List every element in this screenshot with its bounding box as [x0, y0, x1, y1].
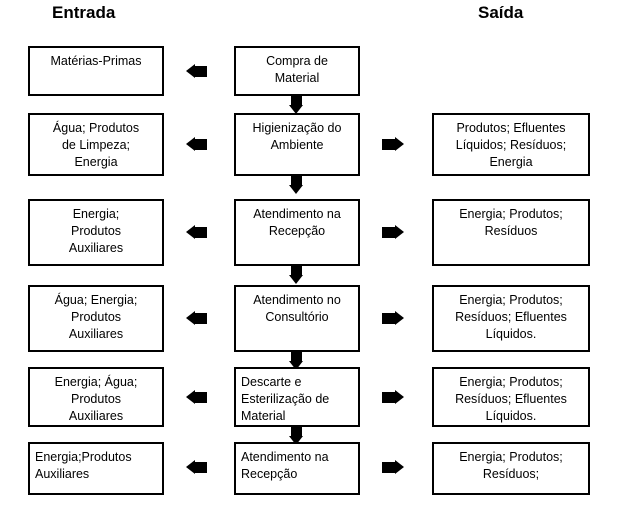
process-box-1: Compra de Material — [234, 46, 360, 96]
output-box-5: Energia; Produtos; Resíduos; Efluentes L… — [432, 367, 590, 427]
input-box-1-label: Matérias-Primas — [50, 54, 142, 68]
input-box-3-label: Energia; Produtos Auxiliares — [68, 207, 124, 255]
input-box-2: Água; Produtos de Limpeza; Energia — [28, 113, 164, 176]
process-box-3-label: Atendimento na Recepção — [253, 207, 341, 238]
output-box-6: Energia; Produtos; Resíduos; — [432, 442, 590, 495]
process-box-5-label: Descarte e Esterilização de Material — [241, 375, 330, 423]
input-box-3: Energia; Produtos Auxiliares — [28, 199, 164, 266]
output-box-2-label: Produtos; Efluentes Líquidos; Resíduos; … — [455, 121, 567, 169]
column-header-saida: Saída — [478, 3, 524, 22]
input-box-5-label: Energia; Água; Produtos Auxiliares — [54, 375, 138, 423]
process-box-2: Higienização do Ambiente — [234, 113, 360, 176]
input-box-1: Matérias-Primas — [28, 46, 164, 96]
process-box-4: Atendimento no Consultório — [234, 285, 360, 352]
column-header-entrada: Entrada — [52, 3, 116, 22]
output-box-2: Produtos; Efluentes Líquidos; Resíduos; … — [432, 113, 590, 176]
process-box-3: Atendimento na Recepção — [234, 199, 360, 266]
input-box-6-label: Energia;Produtos Auxiliares — [35, 450, 132, 481]
input-box-5: Energia; Água; Produtos Auxiliares — [28, 367, 164, 427]
output-box-6-label: Energia; Produtos; Resíduos; — [459, 450, 563, 481]
input-box-2-label: Água; Produtos de Limpeza; Energia — [52, 121, 140, 169]
output-box-4-label: Energia; Produtos; Resíduos; Efluentes L… — [455, 293, 567, 341]
output-box-5-label: Energia; Produtos; Resíduos; Efluentes L… — [455, 375, 567, 423]
output-box-4: Energia; Produtos; Resíduos; Efluentes L… — [432, 285, 590, 352]
process-box-4-label: Atendimento no Consultório — [253, 293, 341, 324]
input-box-4: Água; Energia; Produtos Auxiliares — [28, 285, 164, 352]
process-box-2-label: Higienização do Ambiente — [252, 121, 342, 152]
process-box-6-label: Atendimento na Recepção — [241, 450, 329, 481]
output-box-3: Energia; Produtos; Resíduos — [432, 199, 590, 266]
input-box-6: Energia;Produtos Auxiliares — [28, 442, 164, 495]
output-box-3-label: Energia; Produtos; Resíduos — [459, 207, 563, 238]
process-box-1-label: Compra de Material — [266, 54, 328, 85]
input-box-4-label: Água; Energia; Produtos Auxiliares — [54, 293, 138, 341]
process-box-5: Descarte e Esterilização de Material — [234, 367, 360, 427]
process-box-6: Atendimento na Recepção — [234, 442, 360, 495]
